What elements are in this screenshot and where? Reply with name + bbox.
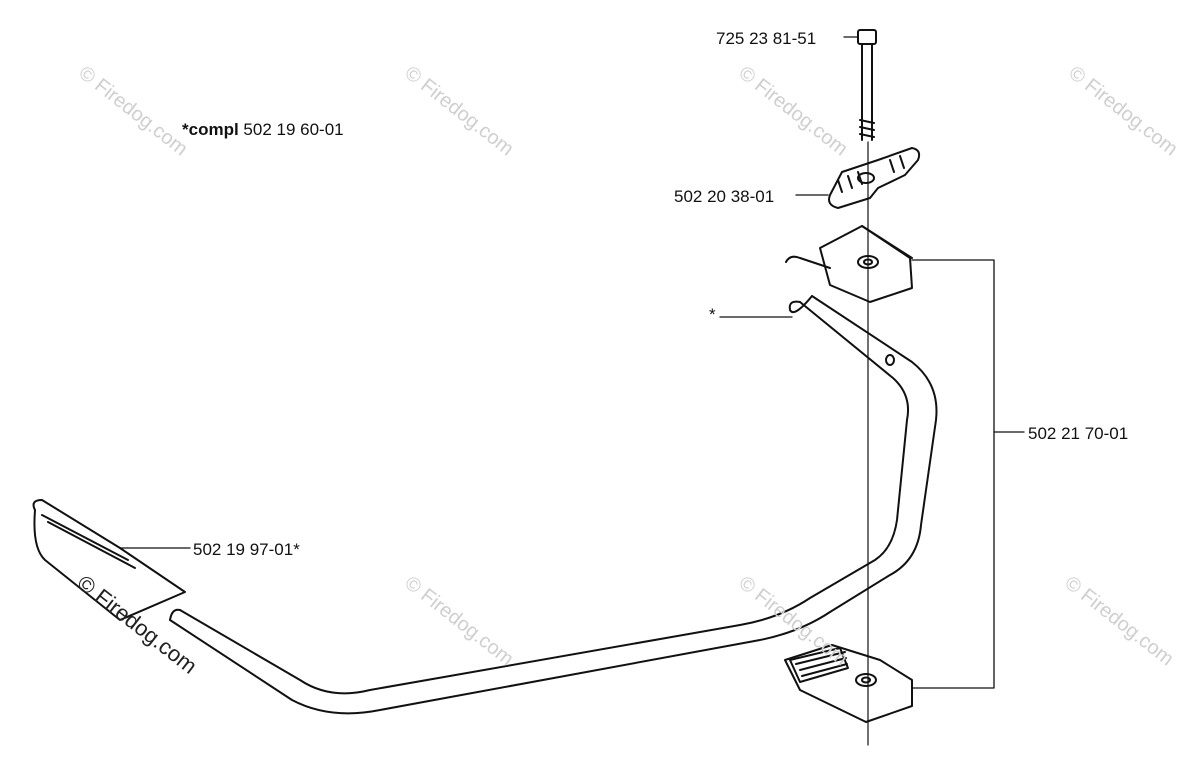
grip-part [32,499,186,621]
part-label-clamp-set[interactable]: 502 21 70-01 [1028,424,1129,443]
lower-clamp [784,644,913,723]
knob-part [828,147,921,209]
part-label-knob[interactable]: 502 20 38-01 [674,187,775,206]
compl-prefix: *compl [182,120,239,139]
compl-part-number: 502 19 60-01 [243,120,344,139]
loop-handle [169,295,938,715]
leader-lines [119,36,1025,689]
compl-label: *compl 502 19 60-01 [182,121,344,138]
part-label-grip[interactable]: 502 19 97-01* [193,540,300,559]
bolt-part [857,29,877,141]
part-label-bolt[interactable]: 725 23 81-51 [716,29,817,48]
handle-marker: * [709,305,716,324]
upper-clamp [785,225,913,303]
